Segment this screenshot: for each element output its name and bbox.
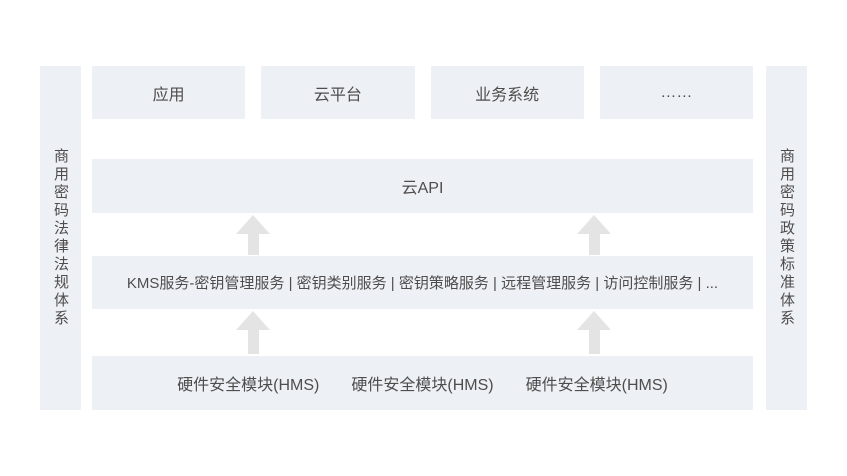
up-arrow-head (236, 311, 270, 330)
up-arrow-head (577, 215, 611, 234)
ellipsis-box: …… (599, 66, 753, 119)
hsm-module-label: 硬件安全模块(HMS) (525, 377, 668, 394)
business-system-box: 业务系统 (430, 66, 584, 119)
cloud-api-row: 云API (92, 159, 753, 213)
hsm-row: 硬件安全模块(HMS) 硬件安全模块(HMS) 硬件安全模块(HMS) (92, 356, 753, 410)
up-arrow-stem (247, 330, 259, 354)
left-regulation-bar: 商用密码法律法规体系 (40, 66, 81, 410)
consumer-row: 应用 云平台 业务系统 …… (92, 66, 753, 119)
hsm-module-label: 硬件安全模块(HMS) (177, 377, 320, 394)
cloud-api-label: 云API (401, 180, 444, 197)
up-arrow-icon (236, 311, 270, 354)
right-policy-bar-label: 商用密码政策标准体系 (778, 148, 795, 328)
hsm-module-label: 硬件安全模块(HMS) (351, 377, 494, 394)
up-arrow-icon (236, 215, 270, 255)
up-arrow-stem (588, 330, 600, 354)
app-box-label: 应用 (152, 86, 185, 104)
up-arrow-icon (577, 311, 611, 354)
kms-services-label: KMS服务-密钥管理服务 | 密钥类别服务 | 密钥策略服务 | 远程管理服务 … (126, 275, 719, 292)
ellipsis-box-label: …… (660, 83, 693, 101)
up-arrow-head (236, 215, 270, 234)
cloud-platform-box-label: 云平台 (313, 86, 362, 104)
business-system-box-label: 业务系统 (475, 86, 540, 104)
up-arrow-icon (577, 215, 611, 255)
up-arrow-stem (588, 234, 600, 255)
kms-services-row: KMS服务-密钥管理服务 | 密钥类别服务 | 密钥策略服务 | 远程管理服务 … (92, 256, 753, 309)
up-arrow-stem (247, 234, 259, 255)
left-regulation-bar-label: 商用密码法律法规体系 (52, 148, 69, 328)
up-arrow-head (577, 311, 611, 330)
cloud-platform-box: 云平台 (261, 66, 415, 119)
right-policy-bar: 商用密码政策标准体系 (766, 66, 807, 410)
app-box: 应用 (92, 66, 246, 119)
